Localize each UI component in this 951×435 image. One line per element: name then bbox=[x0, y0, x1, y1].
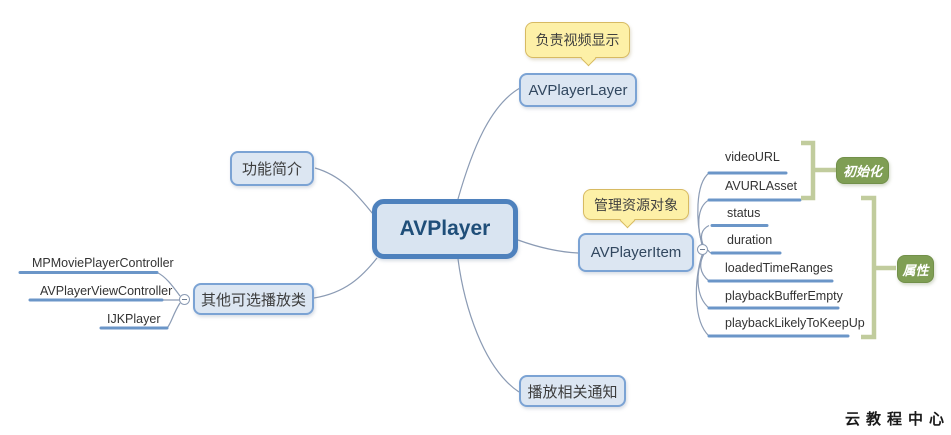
leaf-playbacklikelytokeepup[interactable]: playbackLikelyToKeepUp bbox=[725, 316, 865, 330]
leaf-duration[interactable]: duration bbox=[727, 233, 773, 247]
branch-item-child-6 bbox=[695, 254, 710, 337]
branch-item-child-4 bbox=[700, 253, 710, 282]
collapse-toggle-others[interactable] bbox=[179, 294, 190, 305]
branch-root-to-intro bbox=[314, 167, 374, 215]
bracket-init bbox=[801, 140, 816, 201]
node-avplayer-root-label: AVPlayer bbox=[399, 217, 491, 240]
node-playback-notifications-label: 播放相关通知 bbox=[527, 383, 618, 401]
node-avplayer-root[interactable]: AVPlayer bbox=[372, 199, 518, 259]
branch-root-to-item bbox=[517, 239, 579, 254]
leaf-avplayerviewcontroller[interactable]: AVPlayerViewController bbox=[40, 284, 173, 298]
node-avplayeritem-label: AVPlayerItem bbox=[590, 244, 682, 261]
leaf-loadedtimeranges[interactable]: loadedTimeRanges bbox=[725, 261, 833, 275]
branch-item-child-5 bbox=[697, 254, 710, 309]
callout-tail-icon bbox=[619, 212, 636, 228]
branch-root-to-layer bbox=[457, 87, 521, 200]
node-avplayerlayer-label: AVPlayerLayer bbox=[528, 81, 628, 99]
node-avplayerlayer[interactable]: AVPlayerLayer bbox=[519, 73, 637, 107]
callout-video-display-label: 负责视频显示 bbox=[535, 32, 620, 48]
leaf-ijkplayer[interactable]: IJKPlayer bbox=[107, 312, 161, 326]
watermark: 云教程中心 bbox=[845, 411, 951, 428]
leaf-playbackbufferempty[interactable]: playbackBufferEmpty bbox=[725, 289, 843, 303]
branch-item-child-1 bbox=[698, 199, 710, 247]
minus-icon bbox=[182, 299, 187, 300]
node-playback-notifications[interactable]: 播放相关通知 bbox=[519, 375, 626, 407]
node-other-players-label: 其他可选播放类 bbox=[200, 291, 306, 309]
node-feature-intro[interactable]: 功能简介 bbox=[230, 151, 314, 186]
branch-others-child-2 bbox=[166, 302, 181, 329]
callout-manage-resource-label: 管理资源对象 bbox=[594, 196, 678, 213]
leaf-avurlasset[interactable]: AVURLAsset bbox=[725, 179, 798, 193]
leaf-mpmovieplayercontroller[interactable]: MPMoviePlayerController bbox=[32, 256, 174, 270]
branch-root-to-others bbox=[313, 257, 378, 299]
branch-item-child-3 bbox=[707, 249, 713, 254]
group-label-props[interactable]: 属性 bbox=[897, 255, 934, 283]
callout-video-display[interactable]: 负责视频显示 bbox=[525, 22, 630, 66]
callout-manage-resource[interactable]: 管理资源对象 bbox=[583, 189, 689, 228]
node-feature-intro-label: 功能简介 bbox=[241, 161, 302, 178]
node-other-players[interactable]: 其他可选播放类 bbox=[193, 283, 314, 315]
leaf-status[interactable]: status bbox=[727, 206, 761, 220]
collapse-toggle-item[interactable] bbox=[697, 244, 708, 255]
branch-item-child-0 bbox=[697, 172, 710, 246]
group-label-init[interactable]: 初始化 bbox=[836, 157, 889, 184]
minus-icon bbox=[700, 249, 705, 250]
leaf-videourl[interactable]: videoURL bbox=[725, 150, 780, 164]
branch-root-to-notify bbox=[457, 258, 520, 393]
callout-tail-icon bbox=[580, 50, 597, 66]
node-avplayeritem[interactable]: AVPlayerItem bbox=[578, 233, 694, 272]
